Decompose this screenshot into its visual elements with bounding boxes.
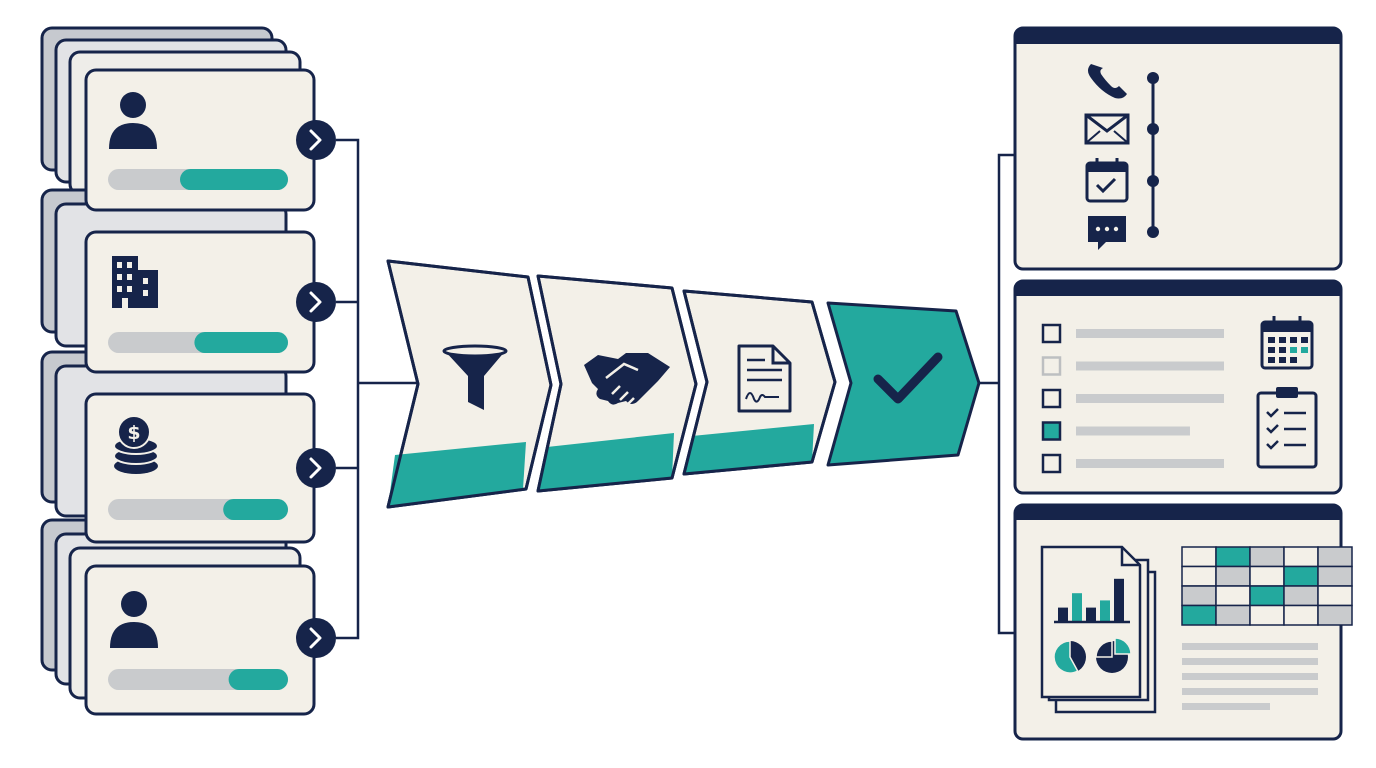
task-list <box>1041 323 1224 474</box>
lead-card-1[interactable] <box>84 68 316 212</box>
heatmap-cell <box>1283 546 1319 568</box>
heatmap-cell <box>1215 604 1251 626</box>
lead-merge-connector <box>336 138 418 640</box>
clipboard-checklist-icon <box>1256 387 1318 469</box>
timeline-nodes <box>1147 72 1159 238</box>
report-text-line <box>1182 703 1270 710</box>
lead-card-3[interactable]: $ <box>84 392 316 544</box>
contract-document-icon <box>737 344 792 413</box>
task-label-placeholder <box>1076 426 1190 436</box>
pipeline-stage-handshake[interactable] <box>536 274 698 493</box>
envelope-icon <box>1084 113 1130 145</box>
report-document-stack <box>1040 545 1157 714</box>
heatmap-cell <box>1215 546 1251 568</box>
task-row <box>1041 453 1224 474</box>
heatmap-cell <box>1181 585 1217 607</box>
pipeline-stage-funnel[interactable] <box>386 259 553 509</box>
lead-progress-fill <box>180 169 288 190</box>
heatmap-table <box>1181 546 1353 626</box>
heatmap-cell <box>1283 585 1319 607</box>
task-checklist-panel <box>1013 279 1343 495</box>
activity-log-panel <box>1013 26 1343 271</box>
chevron-right-icon[interactable] <box>296 448 336 488</box>
report-bar <box>1058 607 1068 622</box>
heatmap-cell <box>1181 565 1217 587</box>
report-bar <box>1100 600 1110 622</box>
phone-icon <box>1088 64 1127 99</box>
building-icon <box>112 256 158 308</box>
report-bar <box>1086 607 1096 622</box>
lead-card-2[interactable] <box>84 230 316 374</box>
svg-text:$: $ <box>127 422 140 444</box>
chevron-right-icon[interactable] <box>296 282 336 322</box>
task-label-placeholder <box>1076 329 1224 338</box>
heatmap-cell <box>1283 565 1319 587</box>
task-checkbox[interactable] <box>1041 421 1062 441</box>
heatmap-cell <box>1317 604 1353 626</box>
heatmap-cell <box>1249 604 1285 626</box>
person-icon <box>110 591 158 648</box>
reports-analytics-panel <box>1013 503 1353 741</box>
heatmap-cell <box>1215 585 1251 607</box>
report-bar <box>1072 593 1082 622</box>
pie-chart-icons <box>1053 637 1132 674</box>
coins-icon: $ <box>113 415 159 474</box>
handshake-icon <box>584 353 670 405</box>
lead-progress-fill <box>223 499 288 520</box>
lead-cards-column: $ <box>40 26 418 716</box>
pie-chart-icon <box>1095 637 1132 673</box>
task-checkbox[interactable] <box>1041 388 1062 409</box>
calendar-check-icon <box>1085 158 1129 203</box>
report-text-lines <box>1182 643 1318 710</box>
task-row <box>1041 323 1224 344</box>
pie-slice <box>1114 637 1132 655</box>
task-row <box>1041 356 1224 376</box>
person-icon <box>109 92 157 149</box>
pipeline-stage-contract[interactable] <box>682 289 837 476</box>
heatmap-cell <box>1181 546 1217 568</box>
heatmap-cell <box>1249 585 1285 607</box>
bar-chart-icon <box>1054 578 1130 624</box>
chevron-right-icon[interactable] <box>296 618 336 658</box>
lead-progress-fill <box>228 669 288 690</box>
heatmap-cell <box>1249 546 1285 568</box>
lead-card-4[interactable] <box>84 564 316 716</box>
card-expand-buttons <box>296 120 336 658</box>
report-bar <box>1114 578 1124 622</box>
task-checkbox[interactable] <box>1041 356 1062 376</box>
pipeline-stages <box>386 259 981 509</box>
checkmark-icon <box>873 352 943 404</box>
heatmap-cell <box>1317 546 1353 568</box>
chevron-right-icon[interactable] <box>296 120 336 160</box>
heatmap-cell <box>1317 585 1353 607</box>
lead-progress-fill <box>194 332 288 353</box>
heatmap-cell <box>1283 604 1319 626</box>
task-label-placeholder <box>1076 361 1224 371</box>
report-text-line <box>1182 658 1318 665</box>
report-text-line <box>1182 643 1318 650</box>
report-text-line <box>1182 673 1318 680</box>
task-checkbox[interactable] <box>1041 323 1062 344</box>
pie-slice <box>1053 640 1079 674</box>
chat-bubble-icon <box>1088 216 1126 250</box>
task-label-placeholder <box>1076 459 1224 468</box>
pipeline-stage-closed-won[interactable] <box>826 301 981 467</box>
funnel-icon <box>442 344 508 410</box>
heatmap-cell <box>1317 565 1353 587</box>
calendar-icon <box>1260 316 1314 370</box>
task-row <box>1041 388 1224 409</box>
task-row <box>1041 421 1190 441</box>
task-label-placeholder <box>1076 394 1224 403</box>
heatmap-cell <box>1181 604 1217 626</box>
heatmap-cell <box>1249 565 1285 587</box>
heatmap-cell <box>1215 565 1251 587</box>
report-text-line <box>1182 688 1318 695</box>
pie-chart-icon <box>1053 640 1086 674</box>
task-checkbox[interactable] <box>1041 453 1062 474</box>
outcome-branch-connector <box>979 153 1014 635</box>
pie-slice <box>1095 640 1113 658</box>
